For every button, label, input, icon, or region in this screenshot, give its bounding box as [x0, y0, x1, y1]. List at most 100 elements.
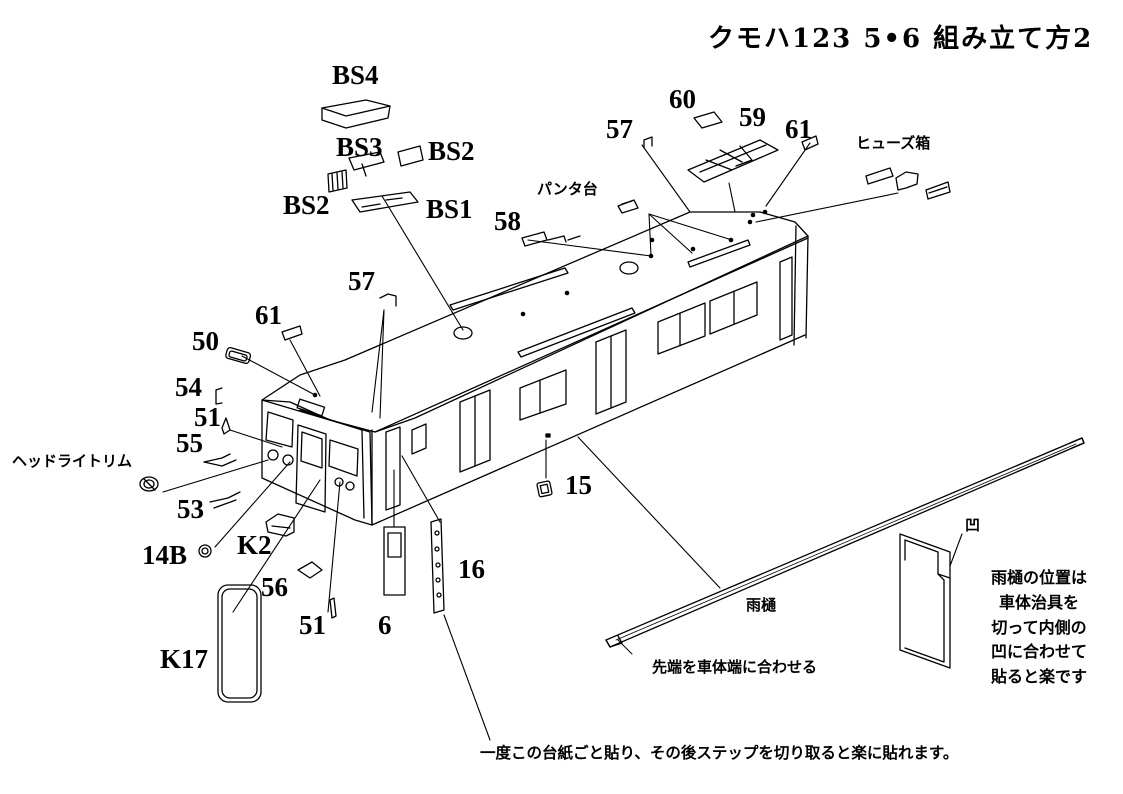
label-56: 56 [261, 572, 288, 602]
label-50: 50 [192, 326, 219, 356]
part-bs3 [348, 151, 385, 177]
front-face-inner [299, 409, 365, 519]
front-window-right [328, 439, 359, 477]
roof-walkway-2 [517, 307, 636, 358]
note-line: 凹に合わせて [990, 642, 1087, 662]
label-headlight-trim: ヘッドライトリム [12, 452, 133, 470]
side-door [779, 256, 793, 341]
note-line: 切って内側の [991, 617, 1087, 637]
side-window [709, 281, 758, 335]
label-54: 54 [175, 372, 202, 402]
label-60: 60 [669, 84, 696, 114]
label-51-upper: 51 [194, 402, 221, 432]
side-window [519, 369, 567, 421]
label-59: 59 [739, 102, 766, 132]
part-56 [297, 561, 323, 579]
front-face [261, 399, 373, 526]
part-51-lower [329, 597, 337, 619]
part-pantograph-base [617, 199, 639, 214]
part-6 [383, 526, 406, 596]
label-bs3: BS3 [336, 132, 383, 162]
footer-note: 一度この台紙ごと貼り、その後ステップを切り取ると楽に貼れます。 [480, 744, 959, 762]
page-title: クモハ123 5•6 組み立て方2 [708, 24, 1094, 54]
label-55: 55 [176, 428, 203, 458]
label-bs1: BS1 [426, 194, 473, 224]
part-k2 [265, 513, 295, 537]
far-end-edge-2 [793, 225, 797, 346]
front-door [295, 424, 327, 513]
side-bottom-edge [371, 334, 806, 526]
part-55 [203, 453, 237, 467]
part-bs2-upper [397, 145, 424, 167]
label-51-lower: 51 [299, 610, 326, 640]
part-61-right [801, 135, 819, 151]
label-concave: 凹 [965, 516, 981, 534]
label-6: 6 [378, 610, 392, 640]
label-fuse-box: ヒューズ箱 [856, 134, 931, 152]
part-58 [521, 231, 581, 247]
part-bs2-lower [327, 169, 348, 193]
roof-walkway-3 [687, 239, 751, 268]
label-57-right: 57 [606, 114, 633, 144]
roof-vent-1 [453, 326, 473, 340]
part-60 [693, 111, 723, 129]
roof-holes [312, 209, 768, 398]
label-14b: 14B [142, 540, 188, 570]
roof-outline [261, 211, 809, 433]
front-window-left [265, 411, 294, 448]
part-k17 [217, 584, 262, 703]
leader-lines [162, 142, 899, 741]
part-16 [430, 518, 445, 614]
note-line: 車体治具を [998, 592, 1079, 612]
note-line: 貼ると楽です [990, 667, 1087, 687]
roof-walkway-1 [449, 267, 569, 311]
part-61-left [281, 325, 303, 341]
roof-edge [374, 237, 809, 433]
label-bs2-upper: BS2 [428, 136, 475, 166]
label-61-left: 61 [255, 300, 282, 330]
note-line: 雨樋の位置は [990, 568, 1087, 587]
far-end-edge [805, 235, 809, 339]
part-headlight-trim [139, 476, 159, 492]
part-15 [536, 480, 553, 498]
side-window [657, 302, 706, 355]
part-53 [209, 491, 241, 509]
headlight-right-2 [345, 481, 355, 491]
label-53: 53 [177, 494, 204, 524]
label-pantograph-base: パンタ台 [537, 180, 598, 198]
label-58: 58 [494, 206, 521, 236]
part-bs1 [351, 191, 419, 213]
part-bs4 [321, 99, 391, 129]
part-50 [225, 346, 252, 365]
label-61-right: 61 [785, 114, 812, 144]
side-door [459, 389, 491, 473]
headlight-right [334, 477, 344, 487]
part-14b [198, 544, 212, 558]
label-57-left: 57 [348, 266, 375, 296]
label-rain-gutter: 雨樋 [746, 596, 777, 614]
label-16: 16 [458, 554, 485, 584]
side-window [411, 423, 427, 455]
part-fuse-box [865, 167, 951, 200]
headlight-left [267, 449, 279, 461]
part-54 [215, 387, 223, 405]
car-body [261, 209, 809, 526]
roof-vent-2 [619, 261, 639, 275]
part-51-upper [221, 417, 231, 435]
part-57-left [379, 293, 397, 307]
jig-detail [899, 533, 963, 669]
label-bs4: BS4 [332, 60, 379, 90]
front-door-window [300, 431, 323, 469]
destination-sign [296, 398, 326, 417]
part-rain-gutter [605, 437, 1085, 655]
label-k2: K2 [237, 530, 272, 560]
gutter-position-note: 雨樋の位置は 車体治具を 切って内側の 凹に合わせて 貼ると楽です [964, 566, 1114, 690]
part-57-right [643, 136, 653, 149]
part-59 [687, 139, 779, 183]
label-k17: K17 [160, 644, 209, 674]
label-tip-align: 先端を車体端に合わせる [652, 658, 818, 676]
side-vent [545, 433, 551, 438]
label-bs2-lower: BS2 [283, 190, 330, 220]
